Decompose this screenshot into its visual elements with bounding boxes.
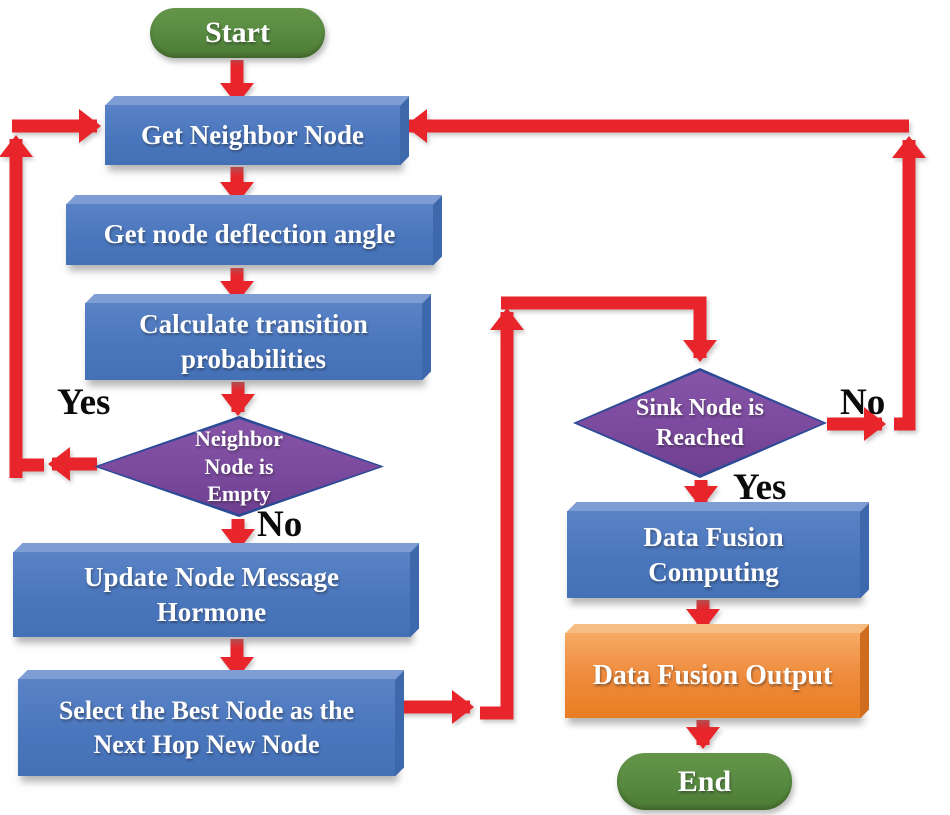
connector-no-loop-up [892,136,926,431]
node-select-line2: Next Hop New Node [93,729,320,759]
node-update-line2: Hormone [156,596,267,627]
node-fusion-computing-line2: Computing [648,556,779,587]
node-calc-line1: Calculate transition [139,308,368,339]
node-fusion-output-label: Data Fusion Output [592,659,833,691]
decision-neighbor-line2: Node is [204,453,274,479]
node-calc-transition: Calculate transition probabilities [85,303,422,380]
node-calc-line2: probabilities [180,343,327,374]
edge-label-sink-no: No [840,382,886,423]
decision-neighbor-line3: Empty [207,481,271,507]
edge-label-neighbor-no: No [257,504,303,545]
decision-sink-line2: Reached [656,425,744,451]
node-fusion-output: Data Fusion Output [565,633,860,718]
decision-sink-line1: Sink Node is [635,395,765,421]
node-fusion-computing: Data Fusion Computing [567,511,860,598]
node-update-line1: Update Node Message [84,561,339,592]
node-start-label: Start [205,16,270,49]
node-update-hormone: Update Node Message Hormone [13,552,410,637]
decision-neighbor-empty-text: Neighbor Node is Empty [195,425,283,508]
edge-label-sink-yes: Yes [733,467,787,508]
node-select-line1: Select the Best Node as the [58,696,355,726]
node-get-neighbor-label: Get Neighbor Node [141,119,364,150]
connector-select-up [480,308,524,720]
decision-sink-reached-text: Sink Node is Reached [636,393,764,453]
node-end: End [617,753,792,810]
node-select-best: Select the Best Node as the Next Hop New… [18,679,395,776]
decision-neighbor-line1: Neighbor [195,426,283,452]
node-start: Start [150,8,325,58]
node-fusion-computing-line1: Data Fusion [643,521,784,552]
node-deflection-angle-label: Get node deflection angle [103,219,396,250]
node-get-neighbor: Get Neighbor Node [105,105,400,165]
edge-label-neighbor-yes: Yes [57,382,111,423]
node-deflection-angle: Get node deflection angle [66,204,433,265]
arrow-into-sink-decision [501,296,717,362]
node-end-label: End [677,764,732,798]
